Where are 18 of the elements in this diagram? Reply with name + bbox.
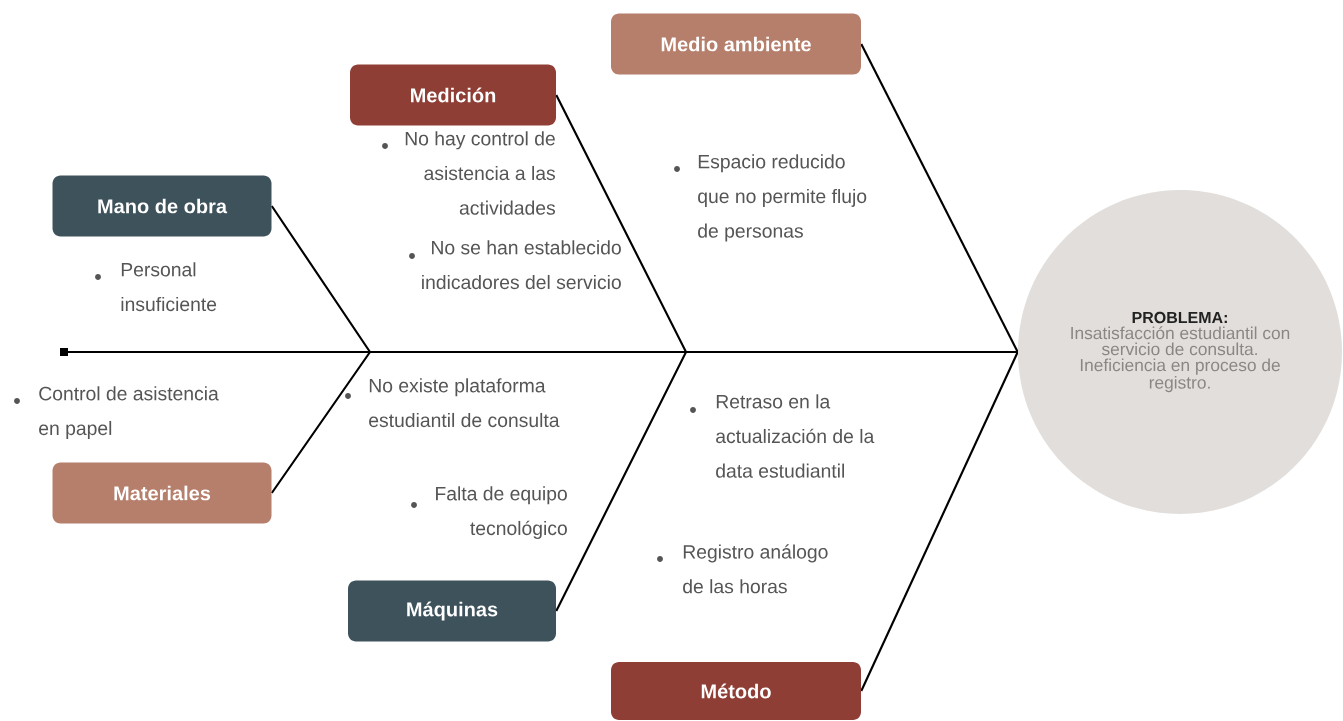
bullet-item: Control de asistencia en papel (14, 386, 219, 439)
category-box: Máquinas (348, 580, 556, 642)
category-box: Método (611, 662, 861, 720)
branch-line (860, 351, 1019, 692)
category-box: Materiales (52, 462, 272, 524)
bullet-item: No se han establecido indicadores del servicio (409, 240, 621, 290)
category-box: Medio ambiente (611, 13, 861, 75)
bullet-item: Personal insuficiente (95, 262, 217, 312)
bullet-item: No hay control de asistencia a las actividades (382, 131, 555, 215)
bullet-item: No existe plataforma estudiantil de consulta (345, 378, 560, 428)
bullet-item: Retraso en la actualización de la data estudiantil (690, 394, 875, 478)
bullet-item: Registro análogo de las horas (657, 544, 828, 594)
branch-line (555, 350, 1018, 612)
bullet-item: Espacio reducido que no permite flujo de personas (674, 154, 867, 242)
category-box: Mano de obra (52, 175, 272, 237)
category-box: Medición (350, 64, 556, 126)
bullet-item: Falta de equipo tecnológico (411, 486, 567, 539)
branch-line (860, 43, 1019, 353)
